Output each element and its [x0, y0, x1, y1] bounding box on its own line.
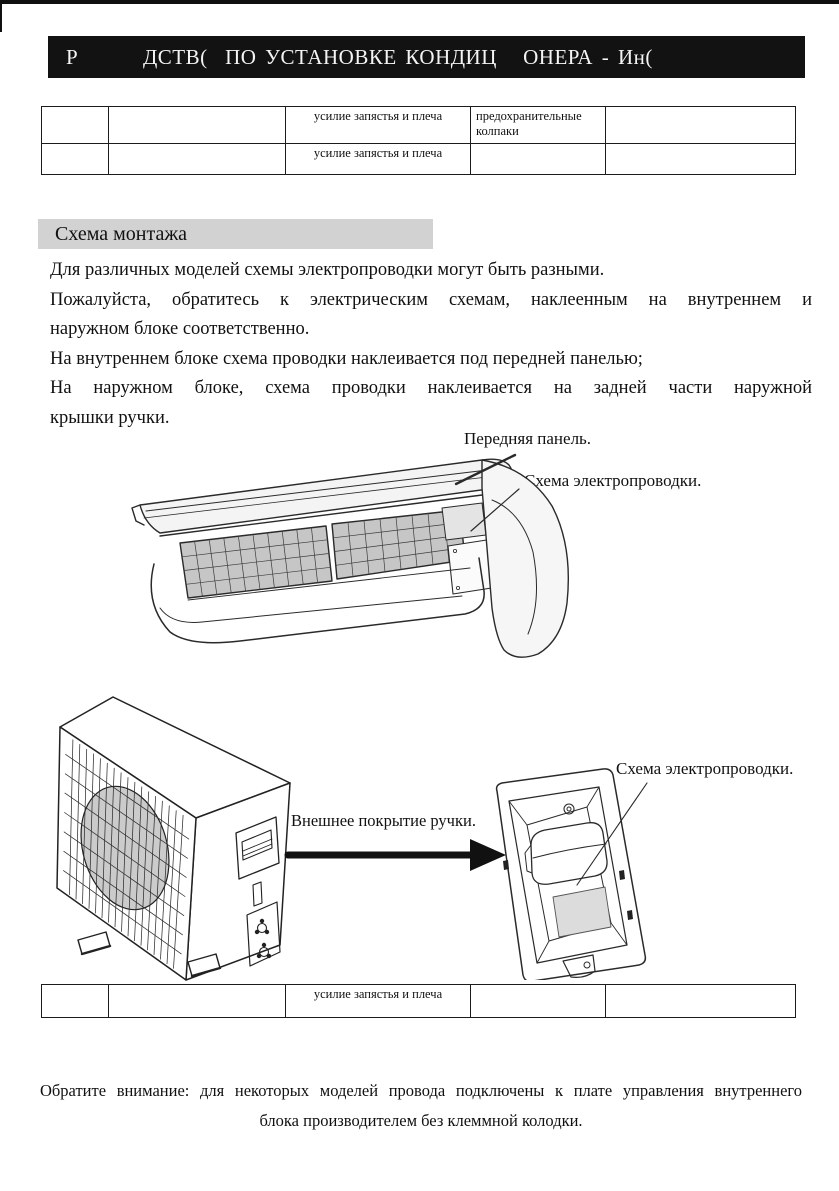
attention-note: Обратите внимание: для некоторых моделей…: [40, 1076, 802, 1136]
intro-paragraph: Для различных моделей схемы электропрово…: [50, 256, 812, 433]
cell: [605, 106, 796, 144]
intro-line: Пожалуйста, обратитесь к электрическим с…: [50, 289, 812, 310]
edge-clip: [619, 870, 625, 880]
intro-line: На внутреннем блоке схема проводки накле…: [50, 348, 643, 369]
indoor-unit-illustration: [131, 453, 569, 658]
cell: [605, 143, 796, 175]
arrow-head: [470, 839, 506, 871]
cell: предохранительные колпаки: [470, 106, 606, 144]
note-line: Обратите внимание: для некоторых моделей…: [40, 1081, 802, 1100]
screw: [583, 961, 591, 969]
title-part2: ДСТВ( ПО УСТАНОВКЕ КОНДИЦ ОНЕРА - Ин(: [142, 45, 653, 69]
cell: [41, 106, 109, 144]
outdoor-wiring-diagram-label: Схема электропроводки.: [616, 759, 794, 778]
outdoor-unit-illustration: [56, 696, 506, 981]
handle-grip: [530, 822, 608, 885]
table-row: усилие запястья и плеча: [41, 143, 796, 175]
page-left-tick: [0, 0, 2, 32]
edge-clip: [627, 910, 633, 920]
cell: усилие запястья и плеча: [285, 106, 471, 144]
front-panel-label: Передняя панель.: [464, 429, 592, 448]
title-part1: Р: [66, 45, 79, 69]
cell: [470, 984, 606, 1018]
edge-clip: [503, 860, 509, 870]
cell: [41, 984, 109, 1018]
section-title: Схема монтажа: [55, 223, 188, 245]
page-top-rule: [0, 0, 839, 4]
unit-end-cap: [481, 459, 569, 658]
indoor-wiring-diagram-label: Схема электропроводки.: [524, 471, 702, 490]
handle-recess: [235, 816, 280, 880]
bottom-table: усилие запястья и плеча: [41, 984, 796, 1018]
intro-line: крышки ручки.: [50, 407, 170, 428]
intro-line: наружном блоке соответственно.: [50, 319, 310, 339]
cell: [605, 984, 796, 1018]
front-panel-leader-line: [454, 453, 517, 486]
valve-panel: [246, 901, 281, 967]
section-heading: Схема монтажа: [38, 219, 433, 249]
table-row: усилие запястья и плеча: [41, 984, 796, 1018]
title-banner: Р ДСТВ( ПО УСТАНОВКЕ КОНДИЦ ОНЕРА - Ин(: [48, 36, 805, 78]
cell: [41, 143, 109, 175]
note-line: блока производителем без клеммной колодк…: [259, 1111, 583, 1130]
wiring-diagram-sticker-indoor: [441, 502, 487, 541]
wiring-leader-line: [576, 782, 648, 886]
bottom-tab: [562, 954, 596, 978]
cell: усилие запястья и плеча: [285, 143, 471, 175]
intro-line: На наружном блоке, схема проводки наклеи…: [50, 378, 812, 398]
screw: [563, 803, 575, 815]
service-valves: [254, 918, 272, 959]
handle-cover-label: Внешнее покрытие ручки.: [291, 811, 476, 830]
cell: [108, 106, 286, 144]
table-row: усилие запястья и плеча предохранительны…: [41, 106, 796, 144]
top-table: усилие запястья и плеча предохранительны…: [41, 106, 796, 175]
cell: [470, 143, 606, 175]
outdoor-grille: [63, 739, 190, 969]
wiring-diagram-sticker-outdoor: [552, 886, 612, 938]
cell: [108, 143, 286, 175]
intro-line: Для различных моделей схемы электропрово…: [50, 260, 605, 280]
cell: [108, 984, 286, 1018]
handle-cover-illustration: [495, 768, 648, 980]
cell: усилие запястья и плеча: [285, 984, 471, 1018]
wiring-leader-line: [470, 488, 520, 532]
